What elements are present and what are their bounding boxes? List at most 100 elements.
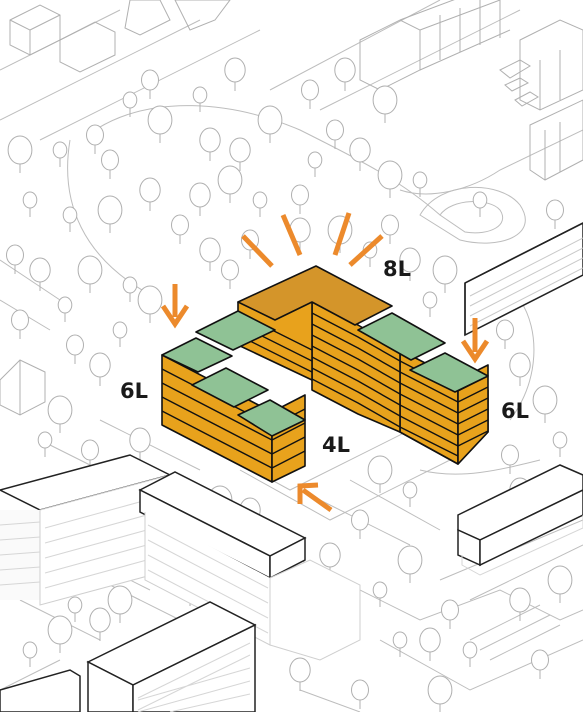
tree-crown — [171, 214, 189, 236]
tree-crown — [47, 395, 73, 425]
tree-crown — [217, 165, 243, 195]
tree-crown — [29, 257, 51, 283]
tree-crown — [501, 444, 519, 466]
tree-crown — [381, 214, 399, 236]
view-ray-4 — [348, 234, 384, 267]
tree-crown — [422, 291, 438, 309]
courtyard-facade — [311, 301, 401, 433]
green-roof-front — [237, 399, 306, 437]
tree-crown — [112, 321, 128, 339]
green-roof-right-mid — [357, 312, 446, 361]
context-slab-building-bottom-left — [0, 454, 173, 606]
tree-crown — [427, 675, 453, 705]
context-trees — [6, 57, 573, 712]
tree-crown — [509, 587, 531, 613]
tree-crown — [547, 565, 573, 595]
tree-crown — [6, 244, 24, 266]
view-ray-2 — [280, 214, 303, 256]
tree-crown — [392, 631, 408, 649]
tree-crown — [532, 385, 558, 415]
view-rays — [241, 212, 384, 268]
green-roof-right-end — [409, 352, 489, 393]
view-ray-3 — [332, 212, 352, 256]
tree-crown — [57, 296, 73, 314]
tree-crown — [509, 352, 531, 378]
arrow-down-left — [160, 284, 190, 329]
context-slab-building-bottom-middle — [138, 471, 361, 661]
tree-crown — [432, 255, 458, 285]
tree-crown — [147, 105, 173, 135]
label-6l-left: 6L — [120, 379, 148, 403]
tree-crown — [289, 657, 311, 683]
tree-crown — [47, 615, 73, 645]
tree-crown — [192, 86, 208, 104]
tree-crown — [224, 57, 246, 83]
tree-crown — [7, 135, 33, 165]
tree-crown — [107, 585, 133, 615]
tree-crown — [402, 481, 418, 499]
label-8l: 8L — [383, 257, 411, 281]
tree-crown — [37, 431, 53, 449]
access-arrows — [160, 284, 490, 513]
tree-crown — [441, 599, 459, 621]
tree-crown — [77, 255, 103, 285]
context-slab-building-bottom-right — [457, 464, 583, 576]
tree-crown — [199, 127, 221, 153]
label-4l: 4L — [322, 433, 350, 457]
context-house-left — [0, 359, 46, 416]
tree-crown — [86, 124, 104, 146]
green-roof-left-lower — [161, 337, 233, 373]
label-6l-right: 6L — [501, 399, 529, 423]
tree-crown — [62, 206, 78, 224]
tree-crown — [81, 439, 99, 461]
tree-crown — [22, 641, 38, 659]
tree-crown — [67, 596, 83, 614]
context-slab-building-bottom — [0, 601, 257, 712]
tree-crown — [89, 352, 111, 378]
proposed-building-massing — [161, 265, 489, 483]
tree-crown — [11, 309, 29, 331]
tree-crown — [221, 259, 239, 281]
tree-crown — [89, 607, 111, 633]
tree-crown — [349, 137, 371, 163]
tree-crown — [367, 455, 393, 485]
tree-crown — [291, 184, 309, 206]
green-roof-left-end — [191, 367, 269, 408]
tree-crown — [229, 137, 251, 163]
green-roof-upper-left — [195, 310, 276, 351]
tree-crown — [552, 431, 568, 449]
tree-crown — [531, 649, 549, 671]
tree-crown — [141, 69, 159, 91]
roof-8l — [237, 265, 393, 326]
tree-crown — [546, 199, 564, 221]
tree-crown — [129, 427, 151, 453]
tree-crown — [472, 191, 488, 209]
tree-crown — [377, 160, 403, 190]
tree-crown — [307, 151, 323, 169]
context-houses-top-left — [9, 0, 231, 73]
tree-crown — [399, 247, 421, 273]
tree-crown — [66, 334, 84, 356]
tree-crown — [22, 191, 38, 209]
tree-crown — [419, 627, 441, 653]
tree-crown — [122, 91, 138, 109]
tree-crown — [326, 119, 344, 141]
tree-crown — [101, 149, 119, 171]
tree-crown — [334, 57, 356, 83]
arrow-down-right — [460, 318, 490, 364]
tree-crown — [252, 191, 268, 209]
tree-crown — [462, 641, 478, 659]
tree-crown — [139, 177, 161, 203]
tree-crown — [372, 85, 398, 115]
tree-crown — [137, 285, 163, 315]
tree-crown — [351, 509, 369, 531]
tree-crown — [496, 319, 514, 341]
tree-crown — [397, 545, 423, 575]
view-ray-1 — [241, 234, 274, 268]
tree-crown — [412, 171, 428, 189]
tree-crown — [301, 79, 319, 101]
tree-crown — [257, 105, 283, 135]
tree-crown — [372, 581, 388, 599]
tree-crown — [189, 182, 211, 208]
